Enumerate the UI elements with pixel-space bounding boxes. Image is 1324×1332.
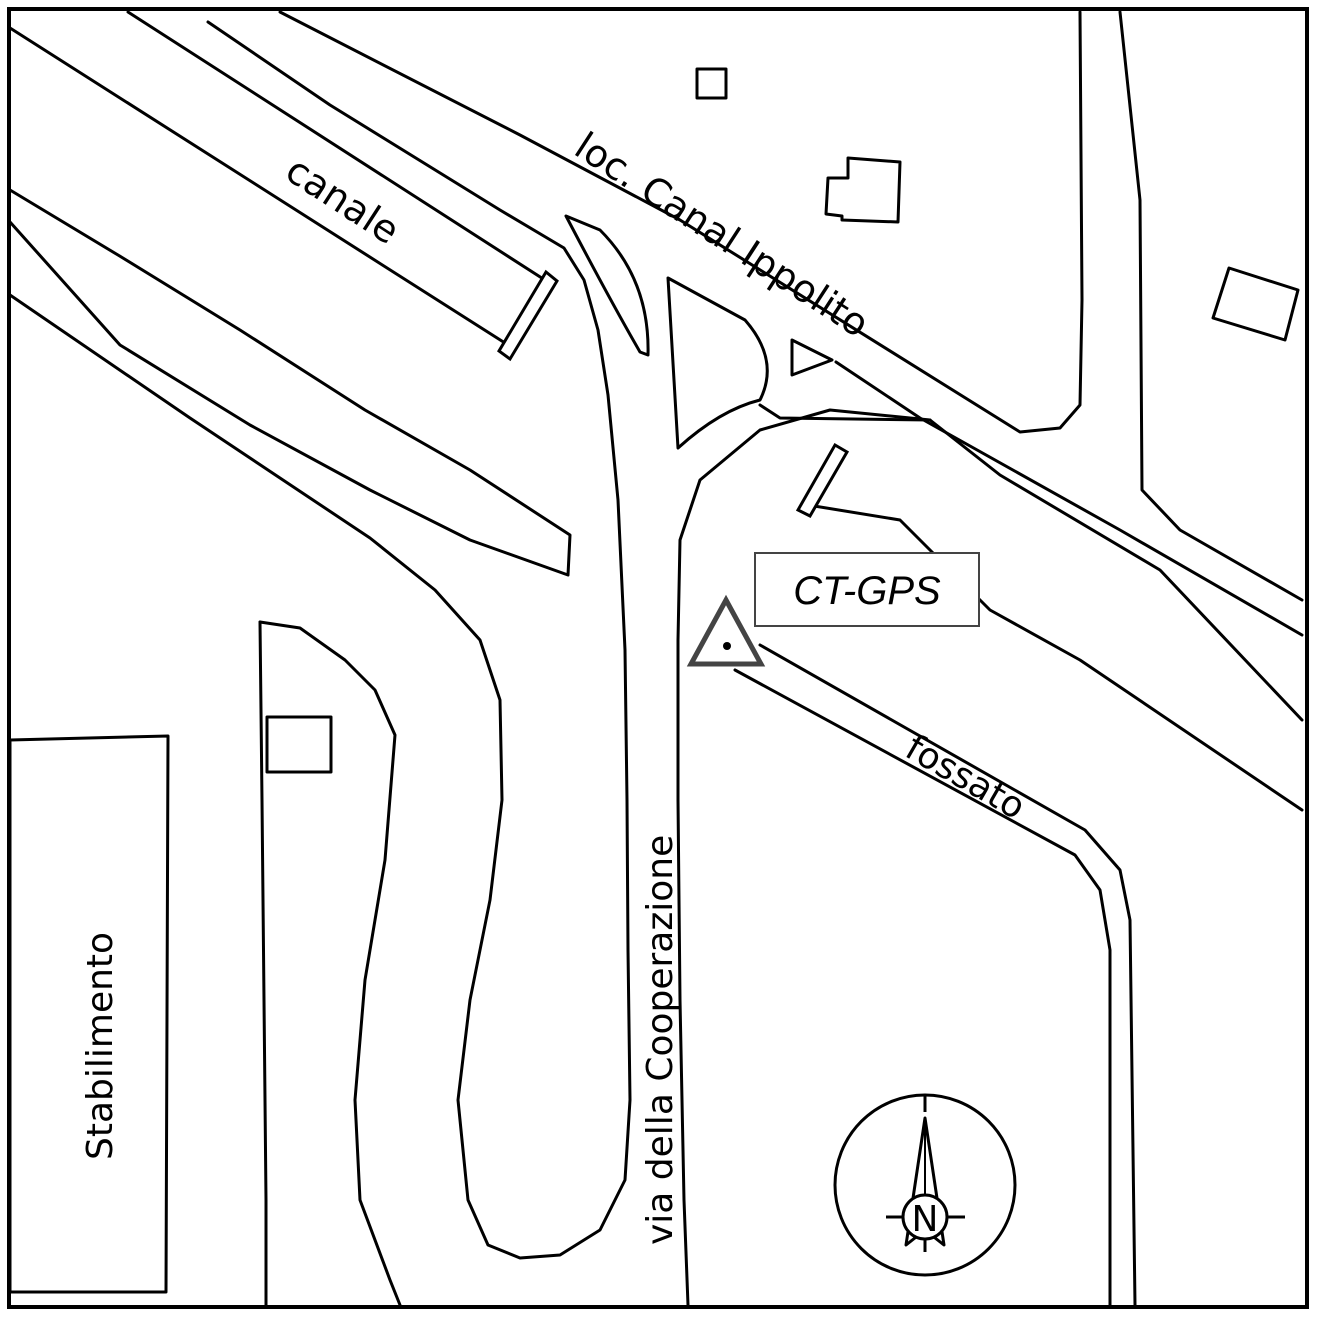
road-cooperazione-east-edge	[676, 408, 932, 1307]
road-hairpin-outer	[258, 620, 402, 1307]
canal-south-bank	[8, 26, 507, 345]
traffic-island-center	[666, 276, 769, 450]
gps-station-label: CT-GPS	[793, 569, 941, 613]
compass-ring	[833, 1093, 1017, 1277]
road-east-branch-upper	[806, 503, 1304, 812]
canal-north-bank	[126, 10, 550, 284]
gps-station-point-icon	[723, 642, 731, 650]
ditch-north-edge	[758, 643, 1137, 1307]
canal-end-barrier-east	[795, 442, 850, 518]
label-road-cooperazione: via della Cooperazione	[640, 835, 681, 1245]
building-small-west	[265, 715, 333, 774]
building-small-north	[695, 67, 728, 100]
compass-center-circle	[901, 1193, 949, 1241]
map-frame	[7, 7, 1309, 1309]
gps-station-triangle-icon	[686, 594, 766, 667]
building-north-l-shaped	[824, 156, 902, 224]
road-canal-ippolito-south-edge-lower	[758, 403, 1304, 722]
label-stabilimento: Stabilimento	[80, 932, 121, 1160]
canal-end-barrier-west	[497, 269, 559, 362]
building-stabilimento	[8, 734, 170, 1294]
building-east	[1211, 266, 1300, 342]
road-strip-west-lower	[8, 20, 632, 1260]
compass-rose: N	[833, 1093, 1017, 1277]
road-canal-ippolito-north-edge-east	[1118, 10, 1304, 602]
traffic-island-east	[790, 338, 834, 377]
traffic-island-west	[564, 214, 650, 357]
road-canal-ippolito-south-edge	[834, 360, 1304, 637]
road-canal-ippolito-north-edge	[278, 10, 1084, 434]
gps-station-label-box: CT-GPS	[754, 552, 980, 627]
compass-north-letter: N	[912, 1199, 939, 1240]
road-hairpin-inner	[258, 620, 268, 1307]
road-strip-west-upper	[8, 188, 572, 577]
ditch-south-edge	[733, 668, 1112, 1307]
gps-station-marker[interactable]	[686, 594, 766, 667]
